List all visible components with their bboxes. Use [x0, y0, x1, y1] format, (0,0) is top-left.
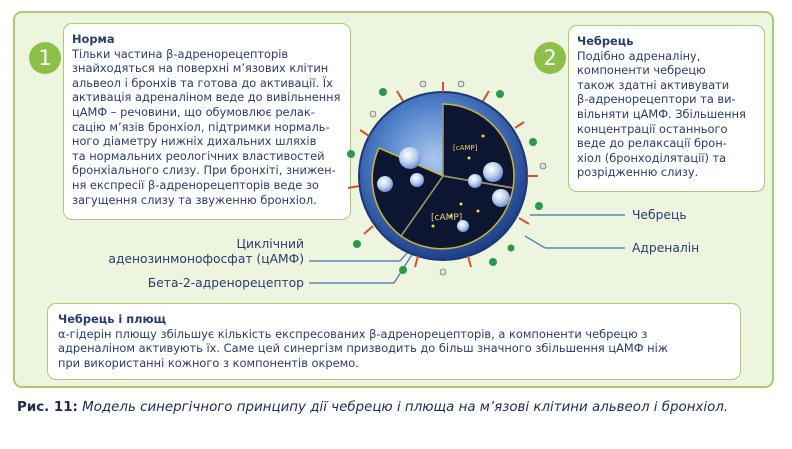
thyme-line: вільняти цАМФ. Збільшення [577, 106, 746, 121]
inner-label-top: [cAMP] [453, 144, 478, 152]
camp-dots [431, 134, 485, 228]
thyme-title: Чебрець [577, 34, 634, 48]
synergy-text: α-гідерін плющу збільшує кількість експр… [58, 327, 732, 371]
norm-line: та нормальних реологічних властивостей [72, 148, 325, 163]
norm-line: загущення слизу та звуженню бронхіол. [72, 192, 317, 207]
camp-label-line2: аденозинмонофосфат (цАМФ) [108, 252, 304, 266]
norm-line: альвеол і бронхів та готова до активації… [72, 75, 333, 90]
caption-text: Модель синергічного принципу дії чебрецю… [82, 400, 729, 415]
receptor-label: Бета-2-адренорецептор [147, 276, 304, 290]
thyme-text: Подібно адреналіну, компоненти чебрецю т… [577, 49, 760, 180]
thyme-line: Подібно адреналіну, [577, 48, 701, 63]
thyme-line: веде до релаксації брон- [577, 136, 727, 151]
figure-caption: Рис. 11: Модель синергічного принципу ді… [17, 399, 777, 416]
synergy-info-box: Чебрець і плющ α-гідерін плющу збільшує … [47, 303, 741, 380]
thyme-line: β-адренорецептори та ви- [577, 92, 736, 107]
caption-figure-number: Рис. 11: [17, 400, 78, 415]
norm-line: цАМФ – речовини, що обумовлює релак- [72, 104, 315, 119]
norm-title: Норма [72, 32, 115, 46]
synergy-line: при використанні кожного з компонентів о… [58, 355, 359, 370]
thyme-line: хіол (бронходілятації) та [577, 150, 727, 165]
synergy-line: адреналіном активують їх. Саме цей синер… [58, 341, 669, 356]
thyme-line: компоненти чебрецю [577, 63, 706, 78]
adrenaline-label: Адреналін [632, 241, 700, 255]
cell-illustration: [cAMP] [cAMP] [347, 80, 547, 276]
camp-label-line1: Циклічний [236, 237, 304, 251]
thyme-info-box: Чебрець Подібно адреналіну, компоненти ч… [568, 25, 765, 192]
norm-line: знайходяться на поверхні м’язових клітин [72, 61, 329, 76]
thyme-label: Чебрець [632, 208, 687, 222]
norm-line: ного діаметру нижніх дихальних шляхів [72, 134, 317, 149]
synergy-line: α-гідерін плющу збільшує кількість експр… [58, 326, 648, 341]
step-badge-1: 1 [29, 42, 61, 74]
norm-line: ня експресії β-адренорецепторів веде зо [72, 177, 319, 192]
thyme-line: концентрації останнього [577, 121, 728, 136]
step-badge-2: 2 [534, 42, 566, 74]
thyme-line: також здатні активувати [577, 77, 730, 92]
norm-line: бронхіального слизу. При бронхіті, зниже… [72, 163, 336, 178]
norm-line: активація адреналіном веде до вивільненн… [72, 90, 341, 105]
norm-text: Тільки частина β-адренорецепторів знайхо… [72, 47, 344, 208]
vesicles [377, 147, 510, 232]
thyme-line: розрідженню слизу. [577, 165, 699, 180]
camp-label: Циклічний аденозинмонофосфат (цАМФ) [108, 237, 304, 267]
adrenaline-leader-line-diag [524, 235, 546, 249]
norm-line: Тільки частина β-адренорецепторів [72, 46, 289, 61]
inner-label-center: [cAMP] [431, 213, 462, 223]
cell-body [358, 91, 528, 261]
receptors [347, 82, 538, 268]
norm-info-box: Норма Тільки частина β-адренорецепторів … [63, 23, 351, 220]
adrenaline-molecules [369, 80, 547, 276]
synergy-title: Чебрець і плющ [58, 312, 167, 326]
norm-line: сацію м’язів бронхіол, підтримки нормаль… [72, 119, 330, 134]
thyme-molecules [347, 88, 543, 274]
